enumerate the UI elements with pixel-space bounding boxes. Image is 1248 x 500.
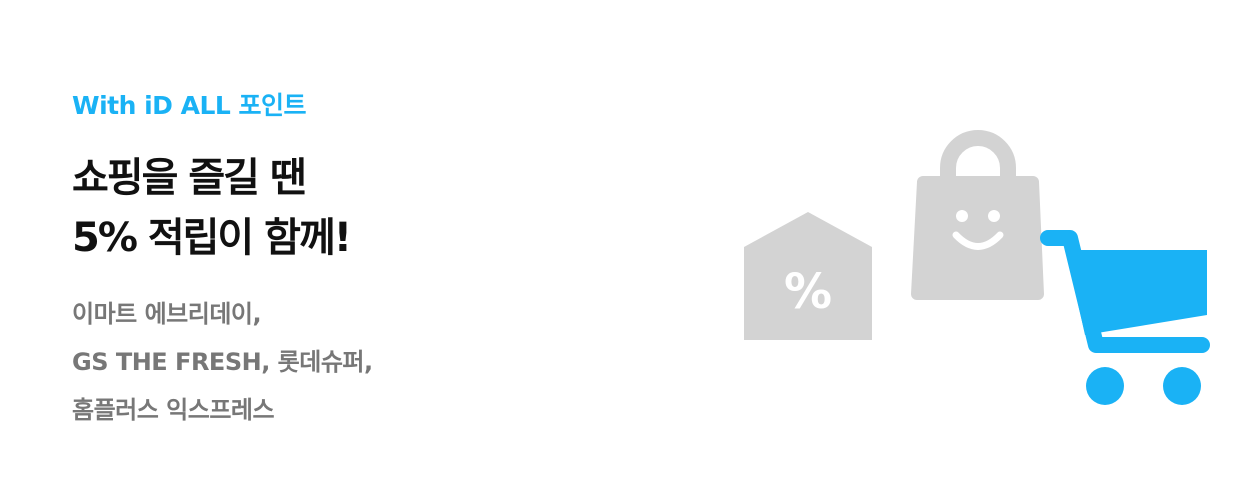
shopping-illustration: %	[730, 130, 1230, 424]
cart-wheel-left	[1086, 367, 1124, 405]
bag-smile	[952, 231, 1004, 250]
headline-line-2: 5% 적립이 함께!	[72, 215, 352, 261]
eyebrow-title: With iD ALL 포인트	[72, 91, 307, 120]
headline-line-1: 쇼핑을 즐길 땐	[72, 155, 307, 201]
store-line-1: 이마트 에브리데이,	[72, 300, 262, 328]
bag-eye-right	[988, 210, 1000, 222]
bag-eye-left	[956, 210, 968, 222]
percent-symbol: %	[784, 264, 832, 320]
cart-wheel-right	[1163, 367, 1201, 405]
banner-text: With iD ALL 포인트 쇼핑을 즐길 땐 5% 적립이 함께! 이마트 …	[72, 86, 373, 434]
store-line-2: GS THE FRESH, 롯데슈퍼,	[72, 348, 373, 376]
shopping-cart-icon	[1040, 230, 1210, 405]
shopping-bag-icon	[911, 130, 1044, 300]
store-list: 이마트 에브리데이, GS THE FRESH, 롯데슈퍼, 홈플러스 익스프레…	[72, 290, 373, 434]
illustration-svg: %	[744, 130, 1210, 405]
headline: 쇼핑을 즐길 땐 5% 적립이 함께!	[72, 148, 373, 268]
discount-tag-icon: %	[744, 212, 872, 340]
store-line-3: 홈플러스 익스프레스	[72, 396, 275, 424]
